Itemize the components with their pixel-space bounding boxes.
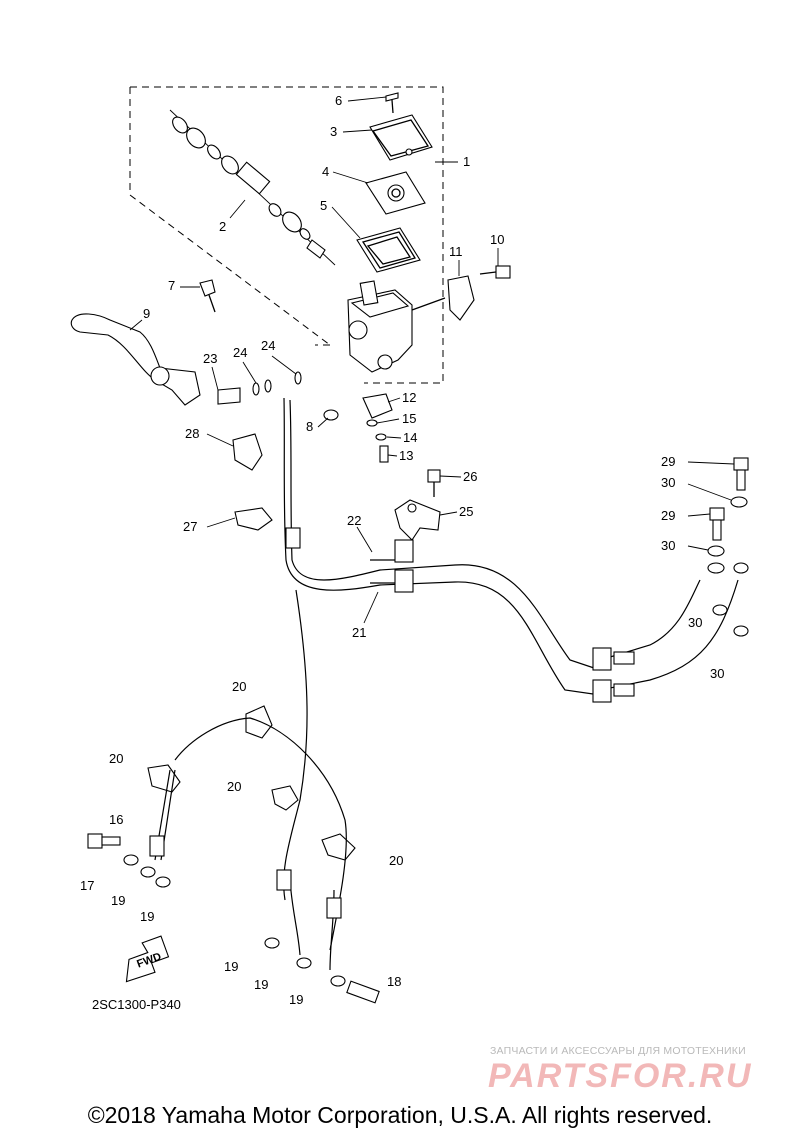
callout-13: 13 (399, 448, 413, 463)
callout-24b: 24 (261, 338, 275, 353)
callout-7: 7 (168, 278, 175, 293)
assembly-dashed-outline (129, 86, 444, 384)
union-bolts (87, 457, 749, 1004)
callout-9: 9 (143, 306, 150, 321)
callout-29b: 29 (661, 508, 675, 523)
callout-15: 15 (402, 411, 416, 426)
callout-5: 5 (320, 198, 327, 213)
callout-30a: 30 (661, 475, 675, 490)
diagram-code: 2SC1300-P340 (92, 997, 181, 1012)
part-callouts: 1 2 3 4 5 6 7 8 9 10 11 12 13 14 15 16 1… (80, 93, 724, 1007)
callout-4: 4 (322, 164, 329, 179)
callout-8: 8 (306, 419, 313, 434)
callout-11: 11 (449, 244, 463, 259)
callout-20b: 20 (109, 751, 123, 766)
callout-2: 2 (219, 219, 226, 234)
callout-19e: 19 (289, 992, 303, 1007)
callout-3: 3 (330, 124, 337, 139)
callout-21: 21 (352, 625, 366, 640)
fwd-arrow: FWD (125, 935, 170, 983)
callout-17: 17 (80, 878, 94, 893)
callout-25: 25 (459, 504, 473, 519)
callout-23: 23 (203, 351, 217, 366)
copper-washers (123, 409, 749, 987)
callout-28: 28 (185, 426, 199, 441)
callout-22: 22 (347, 513, 361, 528)
watermark-logo: PARTSFOR.RU (488, 1057, 753, 1095)
callout-27: 27 (183, 519, 197, 534)
callout-16: 16 (109, 812, 123, 827)
master-cylinder-body (347, 280, 446, 373)
callout-30b: 30 (661, 538, 675, 553)
watermark-caption: ЗАПЧАСТИ И АКСЕССУАРЫ ДЛЯ МОТОТЕХНИКИ (490, 1045, 746, 1057)
callout-12: 12 (402, 390, 416, 405)
callout-19d: 19 (254, 977, 268, 992)
hose-clamps (147, 433, 356, 861)
callout-19c: 19 (224, 959, 238, 974)
callout-26: 26 (463, 469, 477, 484)
hose-fittings (149, 527, 635, 919)
small-hardware (199, 265, 511, 463)
callout-20a: 20 (232, 679, 246, 694)
callout-30d: 30 (710, 666, 724, 681)
callout-19a: 19 (111, 893, 125, 908)
callout-29a: 29 (661, 454, 675, 469)
callout-18: 18 (387, 974, 401, 989)
reservoir-cap-parts (356, 92, 433, 273)
hose-bracket (394, 499, 441, 541)
callout-10: 10 (490, 232, 504, 247)
callout-24a: 24 (233, 345, 247, 360)
callout-20c: 20 (227, 779, 241, 794)
brake-lever (70, 313, 201, 406)
callout-30c: 30 (688, 615, 702, 630)
callout-14: 14 (403, 430, 417, 445)
callout-1: 1 (463, 154, 470, 169)
callout-19b: 19 (140, 909, 154, 924)
callout-6: 6 (335, 93, 342, 108)
piston-kit (169, 109, 336, 266)
leader-lines (129, 96, 735, 624)
brake-hoses (154, 397, 739, 971)
callout-20d: 20 (389, 853, 403, 868)
copyright-notice: ©2018 Yamaha Motor Corporation, U.S.A. A… (87, 1102, 713, 1128)
